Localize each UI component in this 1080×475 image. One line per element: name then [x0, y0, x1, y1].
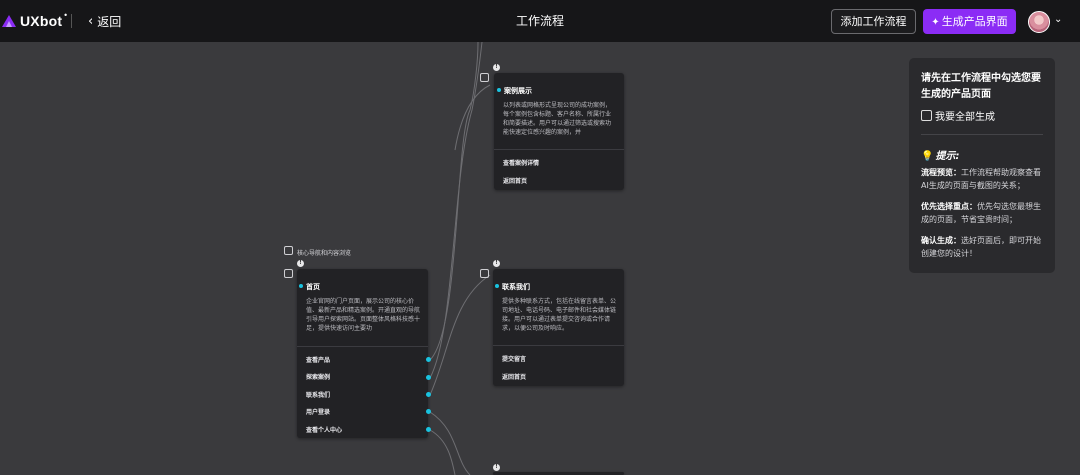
card-title: 首页	[299, 283, 320, 291]
tip-item: 确认生成：选好页面后，即可开始创建您的设计！	[921, 234, 1047, 260]
connector-line	[429, 41, 479, 361]
add-workflow-button[interactable]: 添加工作流程	[831, 9, 916, 34]
tip-item: 流程预览：工作流程帮助观察查看AI生成的页面与截图的关系；	[921, 166, 1047, 192]
page-card-partial[interactable]	[493, 472, 624, 475]
card-action-back-home[interactable]: 返回首页	[503, 178, 528, 185]
card-title: 联系我们	[495, 283, 530, 291]
tip-text: 优先勾选您最想生成的页面，节省宝贵时间；	[921, 202, 1041, 224]
page-card-home[interactable]: 首页 企业官网的门户页面，展示公司的核心价值、最新产品和精选案例。开通直观的导航…	[297, 269, 428, 438]
info-icon[interactable]: !	[493, 64, 500, 71]
card-divider	[297, 346, 428, 347]
connector-port[interactable]	[426, 375, 431, 380]
select-group-checkbox[interactable]	[284, 246, 293, 255]
select-contact-checkbox[interactable]	[480, 269, 489, 278]
logo-superscript: •	[63, 10, 68, 20]
card-action-contact[interactable]: 联系我们	[306, 392, 331, 399]
card-action-login[interactable]: 用户登录	[306, 409, 331, 416]
panel-divider	[921, 134, 1043, 135]
connector-port[interactable]	[426, 427, 431, 432]
select-all-label: 我要全部生成	[935, 112, 995, 123]
tip-text: 工作流程帮助观察查看AI生成的页面与截图的关系；	[921, 168, 1041, 190]
tip-title-text: 提示:	[935, 151, 960, 162]
top-bar: UXbot • ‹ 返回 工作流程 添加工作流程 ✦生成产品界面 ⌄	[0, 0, 1080, 42]
group-label: 核心导航和内容浏览	[297, 250, 352, 257]
connector-port[interactable]	[426, 409, 431, 414]
card-description: 企业官网的门户页面，展示公司的核心价值、最新产品和精选案例。开通直观的导航引导用…	[306, 298, 420, 332]
checkbox-box[interactable]	[921, 110, 932, 121]
back-label: 返回	[97, 14, 122, 29]
logo-text: UXbot	[20, 13, 63, 29]
card-action-back-home[interactable]: 返回首页	[502, 374, 527, 381]
connector-line	[454, 84, 491, 151]
page-card-case[interactable]: 案例展示 以列表或网格形式呈现公司的成功案例，每个案例包含标题、客户名称、所属行…	[494, 73, 624, 190]
generate-ui-label: 生成产品界面	[941, 15, 1008, 28]
lightbulb-icon: 💡	[921, 151, 934, 162]
card-description: 以列表或网格形式呈现公司的成功案例，每个案例包含标题、客户名称、所属行业和简要描…	[503, 102, 612, 136]
card-action-view-case[interactable]: 查看案例详情	[503, 160, 540, 167]
connector-port[interactable]	[426, 392, 431, 397]
tip-label: 确认生成：	[921, 236, 961, 245]
card-title: 案例展示	[497, 87, 532, 95]
card-action-view-products[interactable]: 查看产品	[306, 357, 331, 364]
tip-title: 💡提示:	[921, 147, 959, 162]
select-case-checkbox[interactable]	[480, 73, 489, 82]
info-icon[interactable]: !	[297, 260, 304, 267]
connector-port[interactable]	[426, 357, 431, 362]
card-action-submit-message[interactable]: 提交留言	[502, 356, 527, 363]
info-icon[interactable]: !	[493, 464, 500, 471]
chevron-down-icon[interactable]: ⌄	[1054, 14, 1063, 25]
connector-line	[429, 274, 491, 396]
connector-line	[429, 429, 456, 475]
card-description: 提供多种联系方式，包括在线留言表单、公司地址、电话号码、电子邮件和社会媒体链接。…	[502, 298, 616, 332]
header-divider	[71, 14, 72, 28]
generate-ui-button[interactable]: ✦生成产品界面	[923, 9, 1016, 34]
connector-line	[429, 411, 471, 475]
info-icon[interactable]: !	[493, 260, 500, 267]
tip-text: 选好页面后，即可开始创建您的设计！	[921, 236, 1041, 258]
chevron-left-icon: ‹	[88, 13, 94, 29]
back-button[interactable]: ‹ 返回	[88, 0, 121, 42]
sparkle-icon: ✦	[931, 17, 940, 28]
select-home-checkbox[interactable]	[284, 269, 293, 278]
generation-panel: 请先在工作流程中勾选您要生成的产品页面 我要全部生成 💡提示: 流程预览：工作流…	[909, 58, 1055, 273]
card-divider	[494, 149, 624, 150]
panel-heading: 请先在工作流程中勾选您要生成的产品页面	[921, 73, 1041, 100]
card-divider	[493, 345, 624, 346]
page-card-contact[interactable]: 联系我们 提供多种联系方式，包括在线留言表单、公司地址、电话号码、电子邮件和社会…	[493, 269, 624, 386]
tip-item: 优先选择重点：优先勾选您最想生成的页面，节省宝贵时间；	[921, 200, 1047, 226]
logo-mark-icon	[2, 15, 16, 27]
card-action-profile[interactable]: 查看个人中心	[306, 427, 343, 434]
logo[interactable]: UXbot •	[0, 0, 68, 42]
connector-line	[429, 41, 483, 379]
tip-label: 流程预览：	[921, 168, 961, 177]
tip-label: 优先选择重点：	[921, 202, 977, 211]
avatar[interactable]	[1028, 11, 1050, 33]
card-action-explore-cases[interactable]: 探索案例	[306, 374, 331, 381]
select-all-checkbox[interactable]: 我要全部生成	[921, 108, 995, 123]
